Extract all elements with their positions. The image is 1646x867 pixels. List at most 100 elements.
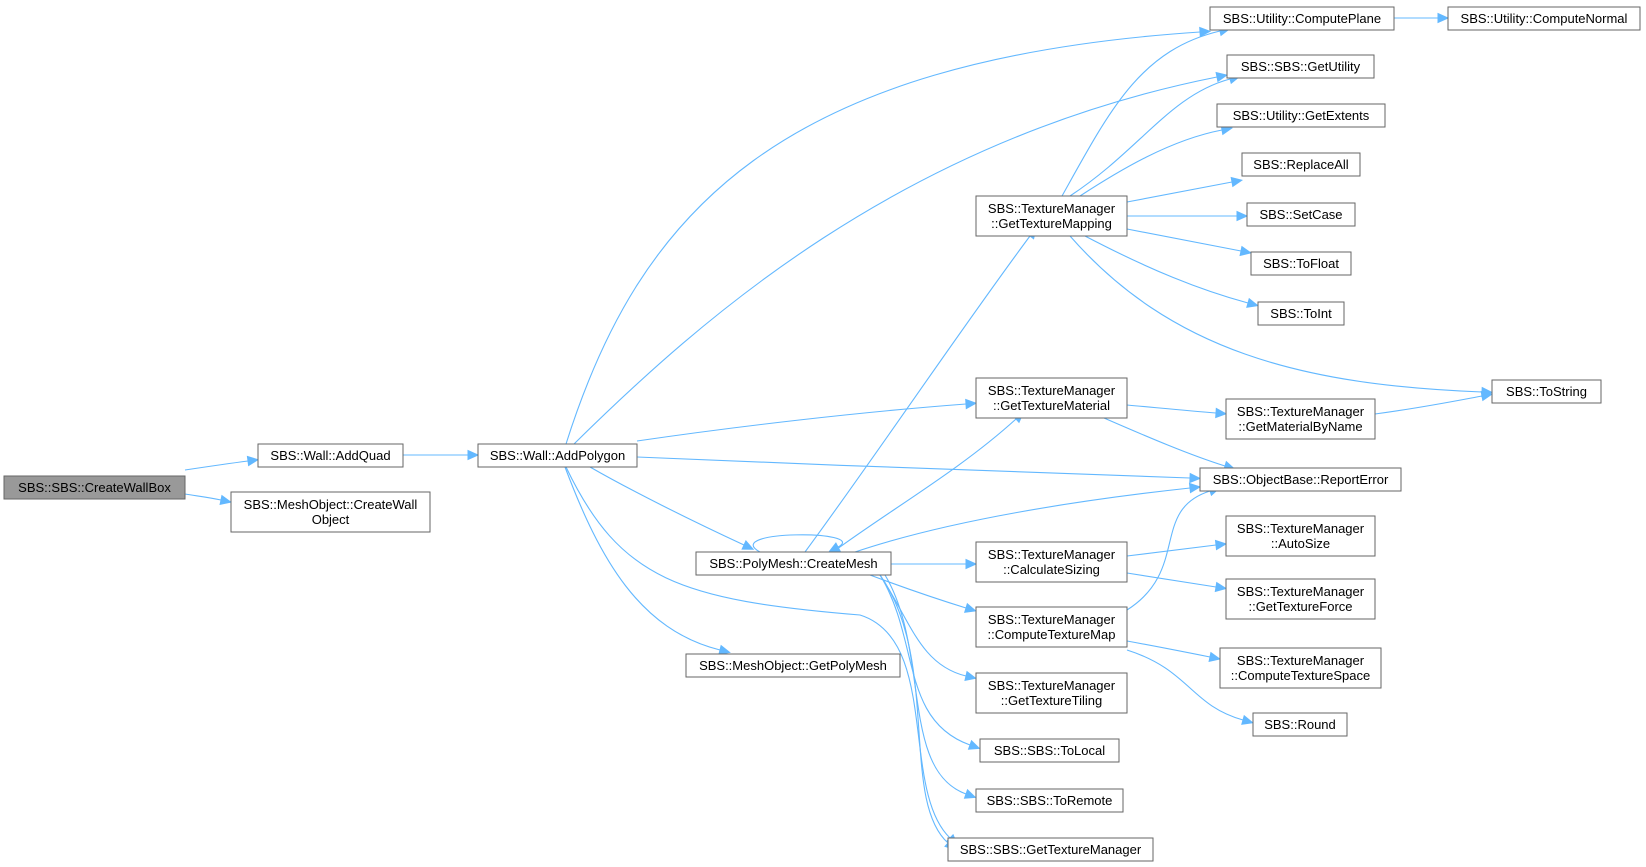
edge-computetexturemap-to-computetexturespace (1126, 640, 1221, 663)
edge-createmesh-to-toremote (884, 574, 977, 799)
edge-gettexturemapping-to-toint (1084, 235, 1259, 308)
node-getpolymesh[interactable]: SBS::MeshObject::GetPolyMesh (685, 653, 901, 678)
node-label: SBS::SBS::CreateWallBox (18, 480, 171, 495)
edge-line (589, 466, 745, 546)
edge-arrowhead (1214, 581, 1228, 593)
edge-line (869, 574, 967, 609)
node-label: ::GetTextureMapping (991, 216, 1112, 231)
edge-line (752, 534, 843, 553)
node-toint[interactable]: SBS::ToInt (1257, 301, 1345, 326)
edge-gettexturemapping-to-replaceall (1126, 176, 1244, 203)
edge-arrowhead (1230, 176, 1244, 188)
edge-line (636, 456, 1191, 479)
node-box (1219, 647, 1382, 689)
node-createmesh[interactable]: SBS::PolyMesh::CreateMesh (695, 551, 892, 576)
edge-computeplane-to-computenormal (1394, 12, 1450, 24)
node-box (1241, 152, 1361, 177)
edge-arrowhead (963, 602, 977, 613)
node-layer: SBS::SBS::CreateWallBox SBS::Wall::AddQua… (3, 6, 1641, 862)
node-label: SBS::ReplaceAll (1253, 157, 1348, 172)
node-label: SBS::Utility::ComputePlane (1223, 11, 1381, 26)
node-label: ::GetMaterialByName (1238, 419, 1362, 434)
edge-line (1126, 490, 1211, 611)
node-label: ::GetTextureTiling (1001, 693, 1102, 708)
edge-calculatesizing-to-autosize (1126, 539, 1228, 557)
node-label: SBS::Utility::ComputeNormal (1461, 11, 1628, 26)
node-label: SBS::SBS::ToRemote (987, 793, 1113, 808)
node-toremote[interactable]: SBS::SBS::ToRemote (975, 788, 1124, 813)
node-box (1225, 515, 1376, 557)
node-label: SBS::TextureManager (1237, 584, 1365, 599)
edge-arrowhead (718, 644, 731, 656)
edge-arrowhead (1480, 390, 1494, 402)
node-gettexturemanager[interactable]: SBS::SBS::GetTextureManager (947, 837, 1154, 862)
node-round[interactable]: SBS::Round (1252, 712, 1348, 737)
node-label: SBS::TextureManager (1237, 404, 1365, 419)
edge-addpolygon-to-gettexturematerial (636, 398, 978, 442)
node-box (1246, 202, 1356, 227)
edge-line (1126, 404, 1217, 414)
node-replaceall[interactable]: SBS::ReplaceAll (1241, 152, 1361, 177)
edge-line (1061, 30, 1221, 197)
edge-getmaterialbyname-to-tostring (1374, 390, 1494, 415)
node-label: SBS::Round (1264, 717, 1336, 732)
edge-line (1103, 417, 1226, 467)
node-label: SBS::SBS::GetUtility (1241, 59, 1361, 74)
edge-createwallbox-to-addquad (184, 455, 260, 471)
edge-gettexturematerial-to-getmaterialbyname (1126, 404, 1228, 419)
node-setcase[interactable]: SBS::SetCase (1246, 202, 1356, 227)
edge-createmesh-to-reporterror (854, 482, 1202, 553)
edge-arrowhead (1215, 407, 1228, 419)
node-label: SBS::PolyMesh::CreateMesh (709, 556, 877, 571)
edge-line (884, 574, 967, 795)
node-tofloat[interactable]: SBS::ToFloat (1250, 251, 1352, 276)
node-gettexturetiling[interactable]: SBS::TextureManager::GetTextureTiling (975, 672, 1128, 714)
node-label: SBS::ToFloat (1263, 256, 1339, 271)
node-computeplane[interactable]: SBS::Utility::ComputePlane (1209, 6, 1395, 31)
node-box (1209, 6, 1395, 31)
node-computetexturemap[interactable]: SBS::TextureManager::ComputeTextureMap (975, 606, 1128, 648)
node-box (1447, 6, 1641, 31)
node-computenormal[interactable]: SBS::Utility::ComputeNormal (1447, 6, 1641, 31)
node-calculatesizing[interactable]: SBS::TextureManager::CalculateSizing (975, 541, 1128, 583)
edge-line (184, 460, 249, 471)
edge-arrowhead (828, 542, 841, 553)
node-tostring[interactable]: SBS::ToString (1491, 379, 1602, 404)
node-label: SBS::SBS::GetTextureManager (960, 842, 1142, 857)
node-getmaterialbyname[interactable]: SBS::TextureManager::GetMaterialByName (1225, 398, 1376, 440)
edge-line (1126, 181, 1233, 203)
edge-arrowhead (1214, 539, 1228, 551)
node-label: SBS::MeshObject::CreateWall (244, 497, 418, 512)
node-gettexturematerial[interactable]: SBS::TextureManager::GetTextureMaterial (975, 377, 1128, 419)
edge-arrowhead (967, 739, 981, 750)
node-addpolygon[interactable]: SBS::Wall::AddPolygon (477, 443, 638, 468)
edge-line (804, 235, 1031, 553)
node-reporterror[interactable]: SBS::ObjectBase::ReportError (1199, 467, 1402, 492)
node-gettextureforce[interactable]: SBS::TextureManager::GetTextureForce (1225, 578, 1376, 620)
node-autosize[interactable]: SBS::TextureManager::AutoSize (1225, 515, 1376, 557)
node-label: SBS::ObjectBase::ReportError (1213, 472, 1389, 487)
edge-line (1126, 544, 1217, 557)
edge-arrowhead (467, 449, 480, 461)
edge-line (1126, 572, 1217, 588)
node-box (975, 788, 1124, 813)
edge-addpolygon-to-createmesh (589, 466, 755, 550)
node-box (1491, 379, 1602, 404)
node-addquad[interactable]: SBS::Wall::AddQuad (257, 443, 404, 468)
node-createwallbox[interactable]: SBS::SBS::CreateWallBox (3, 475, 186, 500)
node-gettexturemapping[interactable]: SBS::TextureManager::GetTextureMapping (975, 195, 1128, 237)
node-box (975, 541, 1128, 583)
node-label: SBS::TextureManager (988, 201, 1116, 216)
node-getextents[interactable]: SBS::Utility::GetExtents (1216, 103, 1386, 128)
node-computetexturespace[interactable]: SBS::TextureManager::ComputeTextureSpace (1219, 647, 1382, 689)
node-tolocal[interactable]: SBS::SBS::ToLocal (979, 738, 1120, 763)
node-label: SBS::Utility::GetExtents (1233, 108, 1370, 123)
edge-createmesh-to-createmesh (752, 534, 843, 553)
edge-layer (184, 12, 1494, 851)
edge-gettexturematerial-to-reporterror (1103, 417, 1236, 471)
node-getutility[interactable]: SBS::SBS::GetUtility (1226, 54, 1375, 79)
edge-arrowhead (1437, 12, 1450, 24)
edge-gettexturemapping-to-getextents (1079, 124, 1234, 197)
